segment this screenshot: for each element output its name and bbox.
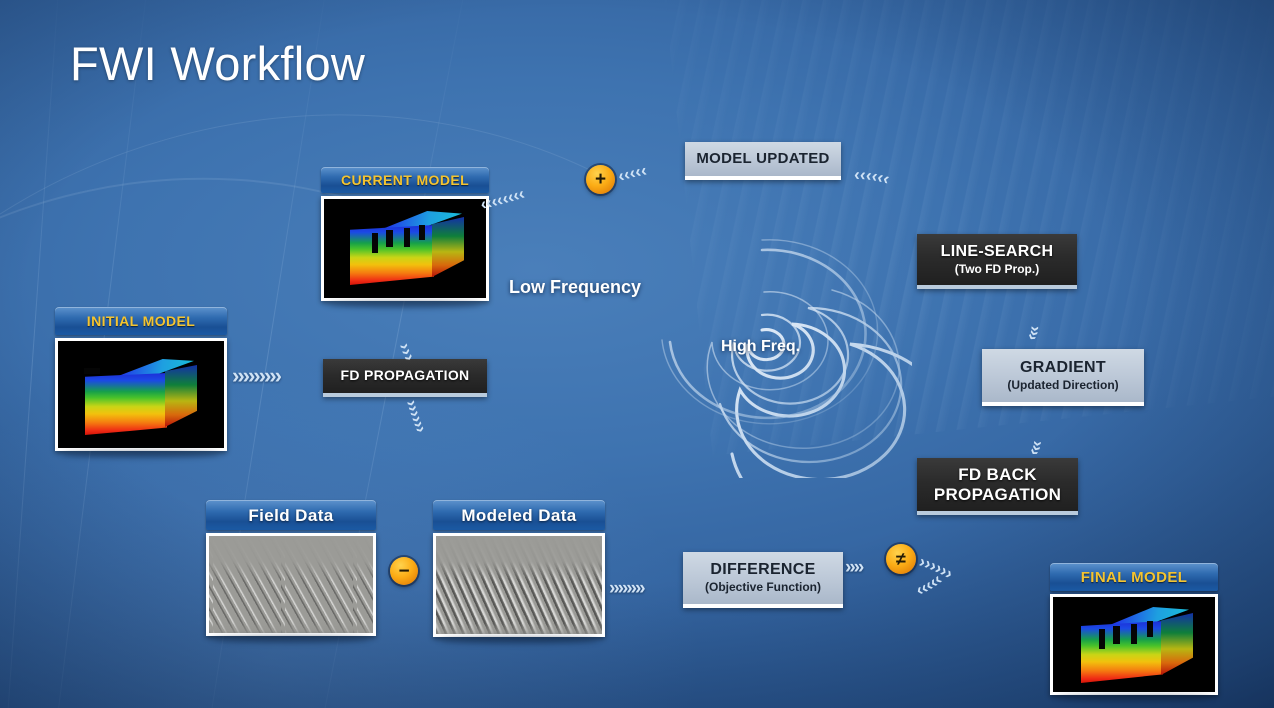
fd-propagation-box[interactable]: FD PROPAGATION <box>323 359 487 397</box>
fd-back-line1: FD BACK <box>958 465 1037 485</box>
high-frequency-label: High Freq. <box>721 338 801 355</box>
initial-model-label: INITIAL MODEL <box>55 307 227 335</box>
svg-text:‹‹‹: ‹‹‹ <box>1024 440 1046 460</box>
minus-operator[interactable]: − <box>390 557 418 585</box>
svg-text:‹‹‹‹‹: ‹‹‹‹‹ <box>616 161 648 186</box>
field-data-label: Field Data <box>206 500 376 530</box>
arrow-noteq-to-fd-back: ‹‹‹‹‹ <box>913 570 946 600</box>
arrow-gradient-to-line-search: ‹‹‹ <box>1022 325 1044 344</box>
arrow-plus-to-model-updated: ‹‹‹‹‹ <box>616 161 648 186</box>
modeled-data-image <box>433 533 605 637</box>
arrow-noteq-to-final-model: ›››››› <box>917 552 957 583</box>
final-model-panel[interactable]: FINAL MODEL <box>1050 563 1218 702</box>
field-data-image <box>206 533 376 636</box>
final-model-image <box>1050 594 1218 695</box>
difference-subtitle: (Objective Function) <box>704 580 821 595</box>
initial-model-image <box>55 338 227 451</box>
svg-text:‹‹‹: ‹‹‹ <box>1022 325 1044 344</box>
frequency-spiral <box>661 239 912 478</box>
current-model-panel[interactable]: CURRENT MODEL <box>321 167 489 308</box>
model-updated-box[interactable]: MODEL UPDATED <box>685 142 841 180</box>
difference-title: DIFFERENCE <box>710 561 816 579</box>
gradient-title: GRADIENT <box>1020 358 1106 376</box>
arrow-fd-propagation-to-modeled-data: ›››››› <box>402 398 431 436</box>
initial-model-panel[interactable]: INITIAL MODEL <box>55 307 227 458</box>
gradient-subtitle: (Updated Direction) <box>1007 377 1119 392</box>
page-title: FWI Workflow <box>70 37 366 90</box>
svg-text:‹‹‹‹‹: ‹‹‹‹‹ <box>913 570 946 600</box>
fd-back-propagation-box[interactable]: FD BACK PROPAGATION <box>917 458 1078 515</box>
line-search-box[interactable]: LINE-SEARCH (Two FD Prop.) <box>917 234 1077 289</box>
low-frequency-label: Low Frequency <box>509 277 642 297</box>
not-equal-operator[interactable]: ≠ <box>886 544 916 574</box>
svg-text:‹‹‹‹‹‹: ‹‹‹‹‹‹ <box>854 165 892 189</box>
arrow-modeled-to-difference: ›››››››› <box>609 578 646 599</box>
modeled-data-panel[interactable]: Modeled Data <box>433 500 605 644</box>
svg-text:››››››: ›››››› <box>917 552 957 583</box>
fd-propagation-label: FD PROPAGATION <box>340 367 470 384</box>
arrow-fd-propagation-to-current-model: ‹‹‹ <box>393 341 417 365</box>
field-data-panel[interactable]: Field Data <box>206 500 376 643</box>
fd-back-line2: PROPAGATION <box>933 484 1062 504</box>
final-model-label: FINAL MODEL <box>1050 563 1218 591</box>
line-search-title: LINE-SEARCH <box>940 242 1054 260</box>
model-updated-label: MODEL UPDATED <box>696 149 830 167</box>
svg-text:››››››: ›››››› <box>402 398 431 436</box>
plus-operator[interactable]: + <box>586 165 615 194</box>
line-search-subtitle: (Two FD Prop.) <box>954 261 1040 276</box>
arrow-difference-to-noteq: ›››› <box>845 557 864 578</box>
arrow-fd-back-to-gradient: ‹‹‹ <box>1024 440 1046 460</box>
current-model-image <box>321 196 489 301</box>
gradient-box[interactable]: GRADIENT (Updated Direction) <box>982 349 1144 406</box>
arrow-initial-to-fd-propagation: ››››››››› <box>232 363 282 388</box>
difference-box[interactable]: DIFFERENCE (Objective Function) <box>683 552 843 608</box>
modeled-data-label: Modeled Data <box>433 500 605 530</box>
current-model-label: CURRENT MODEL <box>321 167 489 193</box>
